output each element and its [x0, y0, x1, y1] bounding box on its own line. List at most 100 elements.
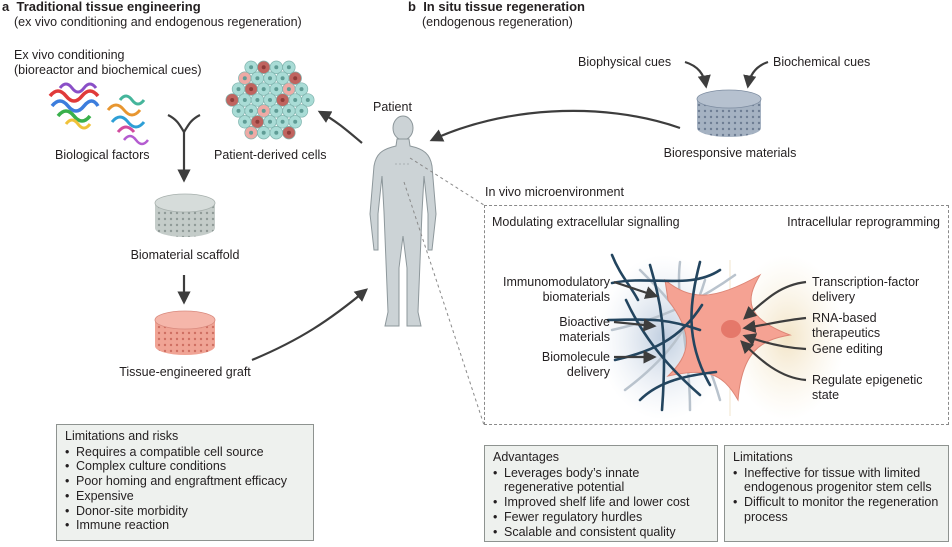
- immunomodulatory-label: Immunomodulatory biomaterials: [470, 275, 610, 304]
- biochemical-label: Biochemical cues: [773, 55, 871, 69]
- arrow-gene-editing: [742, 333, 807, 351]
- panel-b-title-text: In situ tissue regeneration: [423, 0, 586, 14]
- zoom-line-top: [409, 157, 485, 206]
- extracellular-label: Modulating extracellular signalling: [492, 215, 680, 229]
- cell-nucleus-icon: [293, 119, 298, 124]
- list-item: Donor-site morbidity: [65, 504, 305, 519]
- bioresponsive-materials-icon: [696, 89, 762, 137]
- cell-nucleus-icon: [255, 98, 260, 102]
- limitations-risks-list: Requires a compatible cell source Comple…: [65, 445, 305, 533]
- patient-derived-cells-icon: [225, 60, 315, 140]
- biomolecule-label: Biomolecule delivery: [470, 350, 610, 379]
- bioactive-label: Bioactive materials: [470, 315, 610, 344]
- immunomodulatory-line2: biomaterials: [542, 289, 610, 304]
- bioactive-line1: Bioactive: [559, 315, 610, 329]
- list-item: Improved shelf life and lower cost: [493, 495, 709, 510]
- cell-nucleus-icon: [274, 108, 279, 113]
- cell-nucleus-icon: [236, 87, 241, 92]
- arrow-graft-to-patient: [251, 288, 369, 362]
- arrow-biochemical: [743, 60, 769, 89]
- epigenetic-line2: state: [812, 387, 840, 402]
- cell-nucleus-icon: [280, 76, 285, 81]
- cell-nucleus-icon: [286, 108, 291, 113]
- cell-nucleus-icon: [280, 98, 285, 102]
- limitations-risks-box: Limitations and risks Requires a compati…: [56, 424, 314, 541]
- list-item: Ineffective for tissue with limited endo…: [733, 466, 944, 495]
- gene-editing-label: Gene editing: [812, 342, 883, 357]
- list-item: Expensive: [65, 489, 305, 504]
- arrow-biophysical: [684, 60, 711, 89]
- limitations-list: Ineffective for tissue with limited endo…: [733, 466, 940, 525]
- patient-label: Patient: [373, 100, 412, 114]
- list-item: Difficult to monitor the regeneration pr…: [733, 495, 944, 524]
- cell-nucleus-icon: [255, 119, 260, 124]
- biomaterial-scaffold-icon: [154, 193, 216, 237]
- list-item: Scalable and consistent quality: [493, 525, 709, 540]
- list-item: Leverages body’s innate regenerative pot…: [493, 466, 704, 495]
- protein-structure-icon: [48, 82, 149, 146]
- panel-b-subtitle: (endogenous regeneration): [422, 15, 573, 29]
- list-item: Poor homing and engraftment efficacy: [65, 474, 305, 489]
- patient-figure-icon: [369, 115, 437, 327]
- limitations-box: Limitations Ineffective for tissue with …: [724, 445, 949, 542]
- panel-b-title: b In situ tissue regeneration: [408, 0, 585, 15]
- cell-nucleus-icon: [242, 119, 247, 124]
- immunomodulatory-line1: Immunomodulatory: [503, 275, 610, 289]
- arrow-material-to-patient: [429, 109, 681, 142]
- advantages-title: Advantages: [493, 450, 560, 464]
- panel-a-letter: a: [2, 0, 10, 14]
- rna-line2: therapeutics: [812, 325, 881, 340]
- cell-nucleus-icon: [255, 76, 260, 81]
- cell-nucleus-icon: [242, 76, 247, 81]
- cell-nucleus-icon: [249, 87, 254, 92]
- cell-nucleus-icon: [249, 65, 254, 70]
- gene-editing-line1: Gene editing: [812, 342, 883, 356]
- arrow-rna: [742, 316, 807, 333]
- microenvironment-panel: [484, 205, 949, 425]
- advantages-box: Advantages Leverages body’s innate regen…: [484, 445, 718, 542]
- cell-nucleus-icon: [286, 87, 291, 92]
- cell-nucleus-icon: [249, 108, 254, 113]
- arrow-patient-to-cells: [317, 110, 363, 144]
- intracellular-label: Intracellular reprogramming: [787, 215, 940, 229]
- transcription-line2: delivery: [812, 289, 856, 304]
- cell-body-icon: [664, 273, 792, 402]
- list-item: Fewer regulatory hurdles: [493, 510, 709, 525]
- zoom-line-bottom: [403, 181, 485, 426]
- transcription-line1: Transcription-factor: [812, 275, 920, 289]
- cell-nucleus-icon: [305, 98, 310, 102]
- list-item: Immune reaction: [65, 518, 305, 533]
- biomolecule-line1: Biomolecule: [541, 350, 610, 364]
- limitations-risks-title: Limitations and risks: [65, 429, 179, 443]
- epigenetic-line1: Regulate epigenetic: [812, 373, 923, 387]
- cell-nucleus-icon: [286, 65, 291, 70]
- rna-line1: RNA-based: [812, 311, 877, 325]
- scaffold-label: Biomaterial scaffold: [130, 248, 240, 262]
- cell-nucleus-icon: [274, 87, 279, 92]
- limitations-title: Limitations: [733, 450, 793, 464]
- cell-nucleus-icon: [293, 76, 298, 81]
- advantages-list: Leverages body’s innate regenerative pot…: [493, 466, 709, 540]
- arrow-epigenetic: [740, 340, 807, 382]
- microenvironment-label: In vivo microenvironment: [485, 185, 624, 199]
- biomolecule-line2: delivery: [566, 364, 610, 379]
- cell-nucleus-icon: [286, 130, 291, 135]
- biophysical-label: Biophysical cues: [578, 55, 672, 69]
- cell-nucleus-icon: [242, 98, 247, 102]
- conditioning-label-line2: (bioreactor and biochemical cues): [14, 63, 202, 77]
- conditioning-label-line1: Ex vivo conditioning: [14, 48, 125, 62]
- list-item: Requires a compatible cell source: [65, 445, 305, 460]
- cell-nucleus-icon: [268, 76, 272, 81]
- cell-nucleus-icon: [268, 98, 272, 102]
- transcription-label: Transcription-factor delivery: [812, 275, 919, 304]
- bioresponsive-label: Bioresponsive materials: [663, 146, 797, 160]
- biological-factors-label: Biological factors: [55, 148, 150, 162]
- panel-a-title-text: Traditional tissue engineering: [16, 0, 201, 14]
- patient-cells-label: Patient-derived cells: [214, 148, 327, 162]
- cell-nucleus-icon: [249, 130, 254, 135]
- graft-label: Tissue-engineered graft: [119, 365, 251, 379]
- merge-bracket: [167, 114, 201, 134]
- cell-nucleus-icon: [280, 119, 285, 124]
- cell-nucleus-icon: [261, 130, 266, 135]
- panel-b-letter: b: [408, 0, 416, 14]
